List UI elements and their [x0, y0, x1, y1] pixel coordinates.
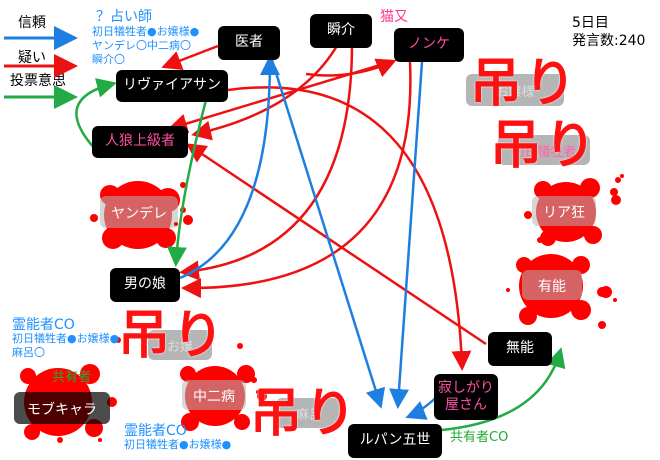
node-chuni[interactable]: 中二病 [193, 389, 235, 405]
node-shunsuke[interactable]: 瞬介 [310, 14, 372, 48]
legend-suspect-label: 疑い [18, 50, 46, 66]
yuno-plate [522, 270, 582, 300]
node-leviathan[interactable]: リヴァイアサン [116, 70, 228, 102]
sharer2-label: 共有者CO [450, 430, 509, 445]
fortune-line-3: 瞬介〇 [92, 53, 125, 66]
fortune-line-2: ヤンデレ〇中二病〇 [92, 39, 191, 52]
hanged-marker-4: 吊り [250, 384, 359, 444]
medium1-title: 霊能者CO [12, 317, 75, 333]
sharer1-label: 共有者 [52, 370, 92, 385]
riakyo-plate [532, 196, 596, 226]
dead-ojou2: お嬢 [148, 330, 212, 360]
node-lupin[interactable]: ルパン五世 [348, 424, 442, 458]
node-nonke[interactable]: ノンケ [394, 28, 464, 62]
mobu-plate [14, 392, 110, 424]
node-doctor[interactable]: 医者 [218, 26, 280, 60]
node-werewolf-elite[interactable]: 人狼上級者 [92, 126, 188, 158]
speech-count: 発言数:240 [572, 33, 646, 49]
hanged-marker-3: 吊り [118, 306, 227, 366]
node-yuno[interactable]: 有能 [538, 279, 566, 295]
dead-maro: 麻呂 [276, 398, 342, 428]
dead-ojousama: お嬢様 [466, 74, 564, 106]
medium2-line-1: 初日犠牲者●お嬢様● [124, 438, 232, 451]
yandere-plate [100, 196, 178, 228]
fortune-title: ？占い師 [96, 9, 152, 25]
day-label: 5日目 [572, 15, 609, 31]
chuni-plate [182, 380, 246, 410]
node-riakyo[interactable]: リア狂 [543, 205, 585, 221]
hanged-marker-2: 吊り [490, 116, 599, 176]
hanged-marker-1: 吊り [470, 54, 579, 114]
node-otokonoko[interactable]: 男の娘 [110, 268, 180, 302]
dead-gisei: 初日犠牲者 [498, 135, 590, 165]
nekomata-label: 猫又 [380, 9, 408, 25]
node-muno[interactable]: 無能 [488, 332, 552, 366]
node-mobu[interactable]: モブキャラ [27, 402, 97, 418]
node-sabishi-label: 寂しがり 屋さん [438, 379, 494, 414]
node-yandere[interactable]: ヤンデレ [111, 206, 167, 222]
medium2-title: 霊能者CO [124, 423, 187, 439]
node-sabishi[interactable]: 寂しがり 屋さん [434, 374, 498, 420]
legend-trust-label: 信頼 [18, 15, 46, 31]
fortune-line-1: 初日犠牲者●お嬢様● [92, 25, 200, 38]
medium1-line-1: 初日犠牲者●お嬢様● [12, 332, 120, 345]
legend-vote-label: 投票意思 [10, 73, 66, 89]
medium1-line-2: 麻呂〇 [12, 346, 45, 359]
